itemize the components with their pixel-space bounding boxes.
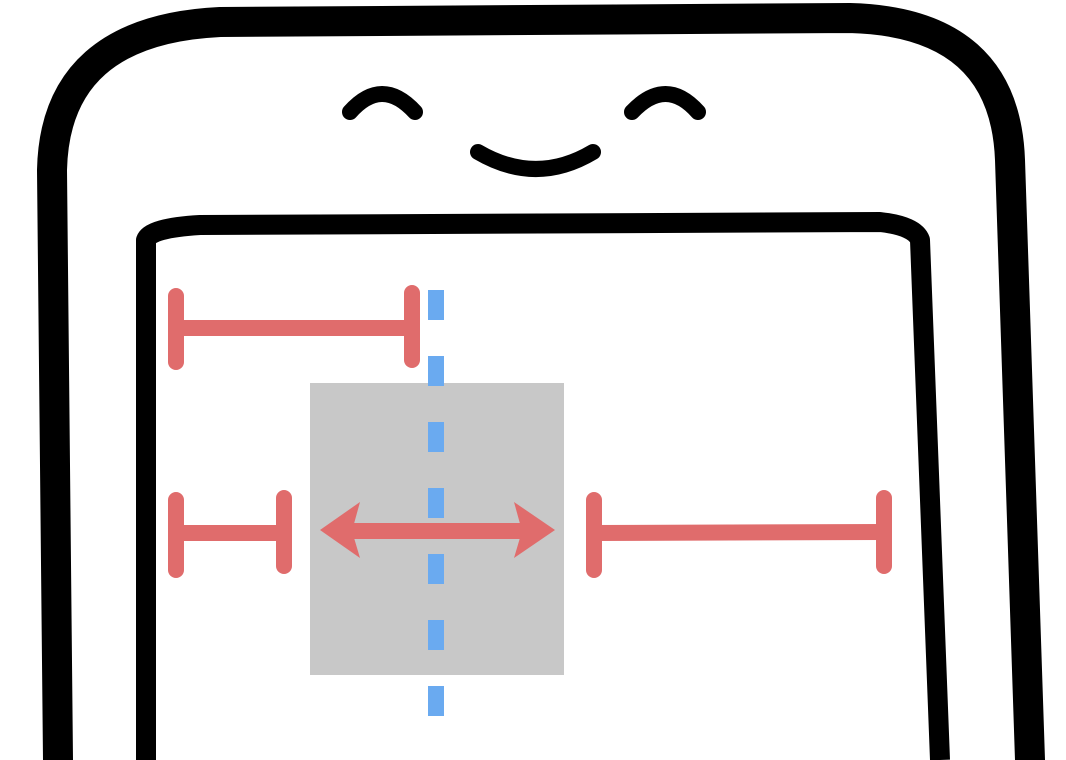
- right-eye: [624, 86, 706, 120]
- smiling-face-icon: [342, 86, 706, 177]
- top-measure-dimension-bracket-icon: [168, 285, 420, 370]
- left-gap-dimension-bracket-icon: [168, 490, 292, 578]
- double-headed-arrow-icon: [320, 502, 555, 558]
- left-eye: [342, 86, 423, 120]
- smile: [470, 144, 601, 177]
- phone-outline-icon: [37, 3, 1045, 760]
- right-gap-dimension-bracket-icon: [586, 490, 892, 578]
